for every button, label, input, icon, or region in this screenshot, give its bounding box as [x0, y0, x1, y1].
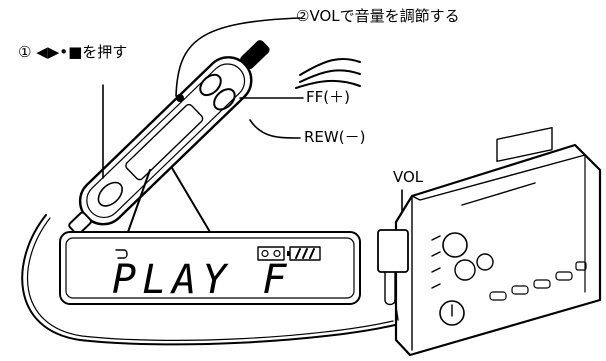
headphone-cable — [299, 57, 361, 76]
step1-label: ① ◀▶•■を押す — [18, 43, 128, 61]
lcd-readout: PLAY F — [112, 257, 293, 303]
cassette-player — [377, 126, 602, 357]
leader-step2 — [175, 17, 301, 97]
leader-rew — [249, 119, 301, 139]
player-vol-dial — [439, 300, 465, 326]
ff-label: FF(＋) — [306, 88, 350, 106]
lcd-panel — [59, 231, 361, 305]
remote-control — [68, 40, 270, 236]
vol-label: VOL — [393, 168, 424, 186]
remote-cable — [21, 214, 396, 346]
player-jack — [377, 229, 409, 273]
tape-icon — [257, 246, 285, 261]
remote-vol-knob — [176, 94, 184, 102]
repeat-icon — [115, 249, 128, 259]
rew-label: REW(－) — [304, 128, 366, 146]
step2-label: ②VOLで音量を調節する — [296, 7, 460, 25]
